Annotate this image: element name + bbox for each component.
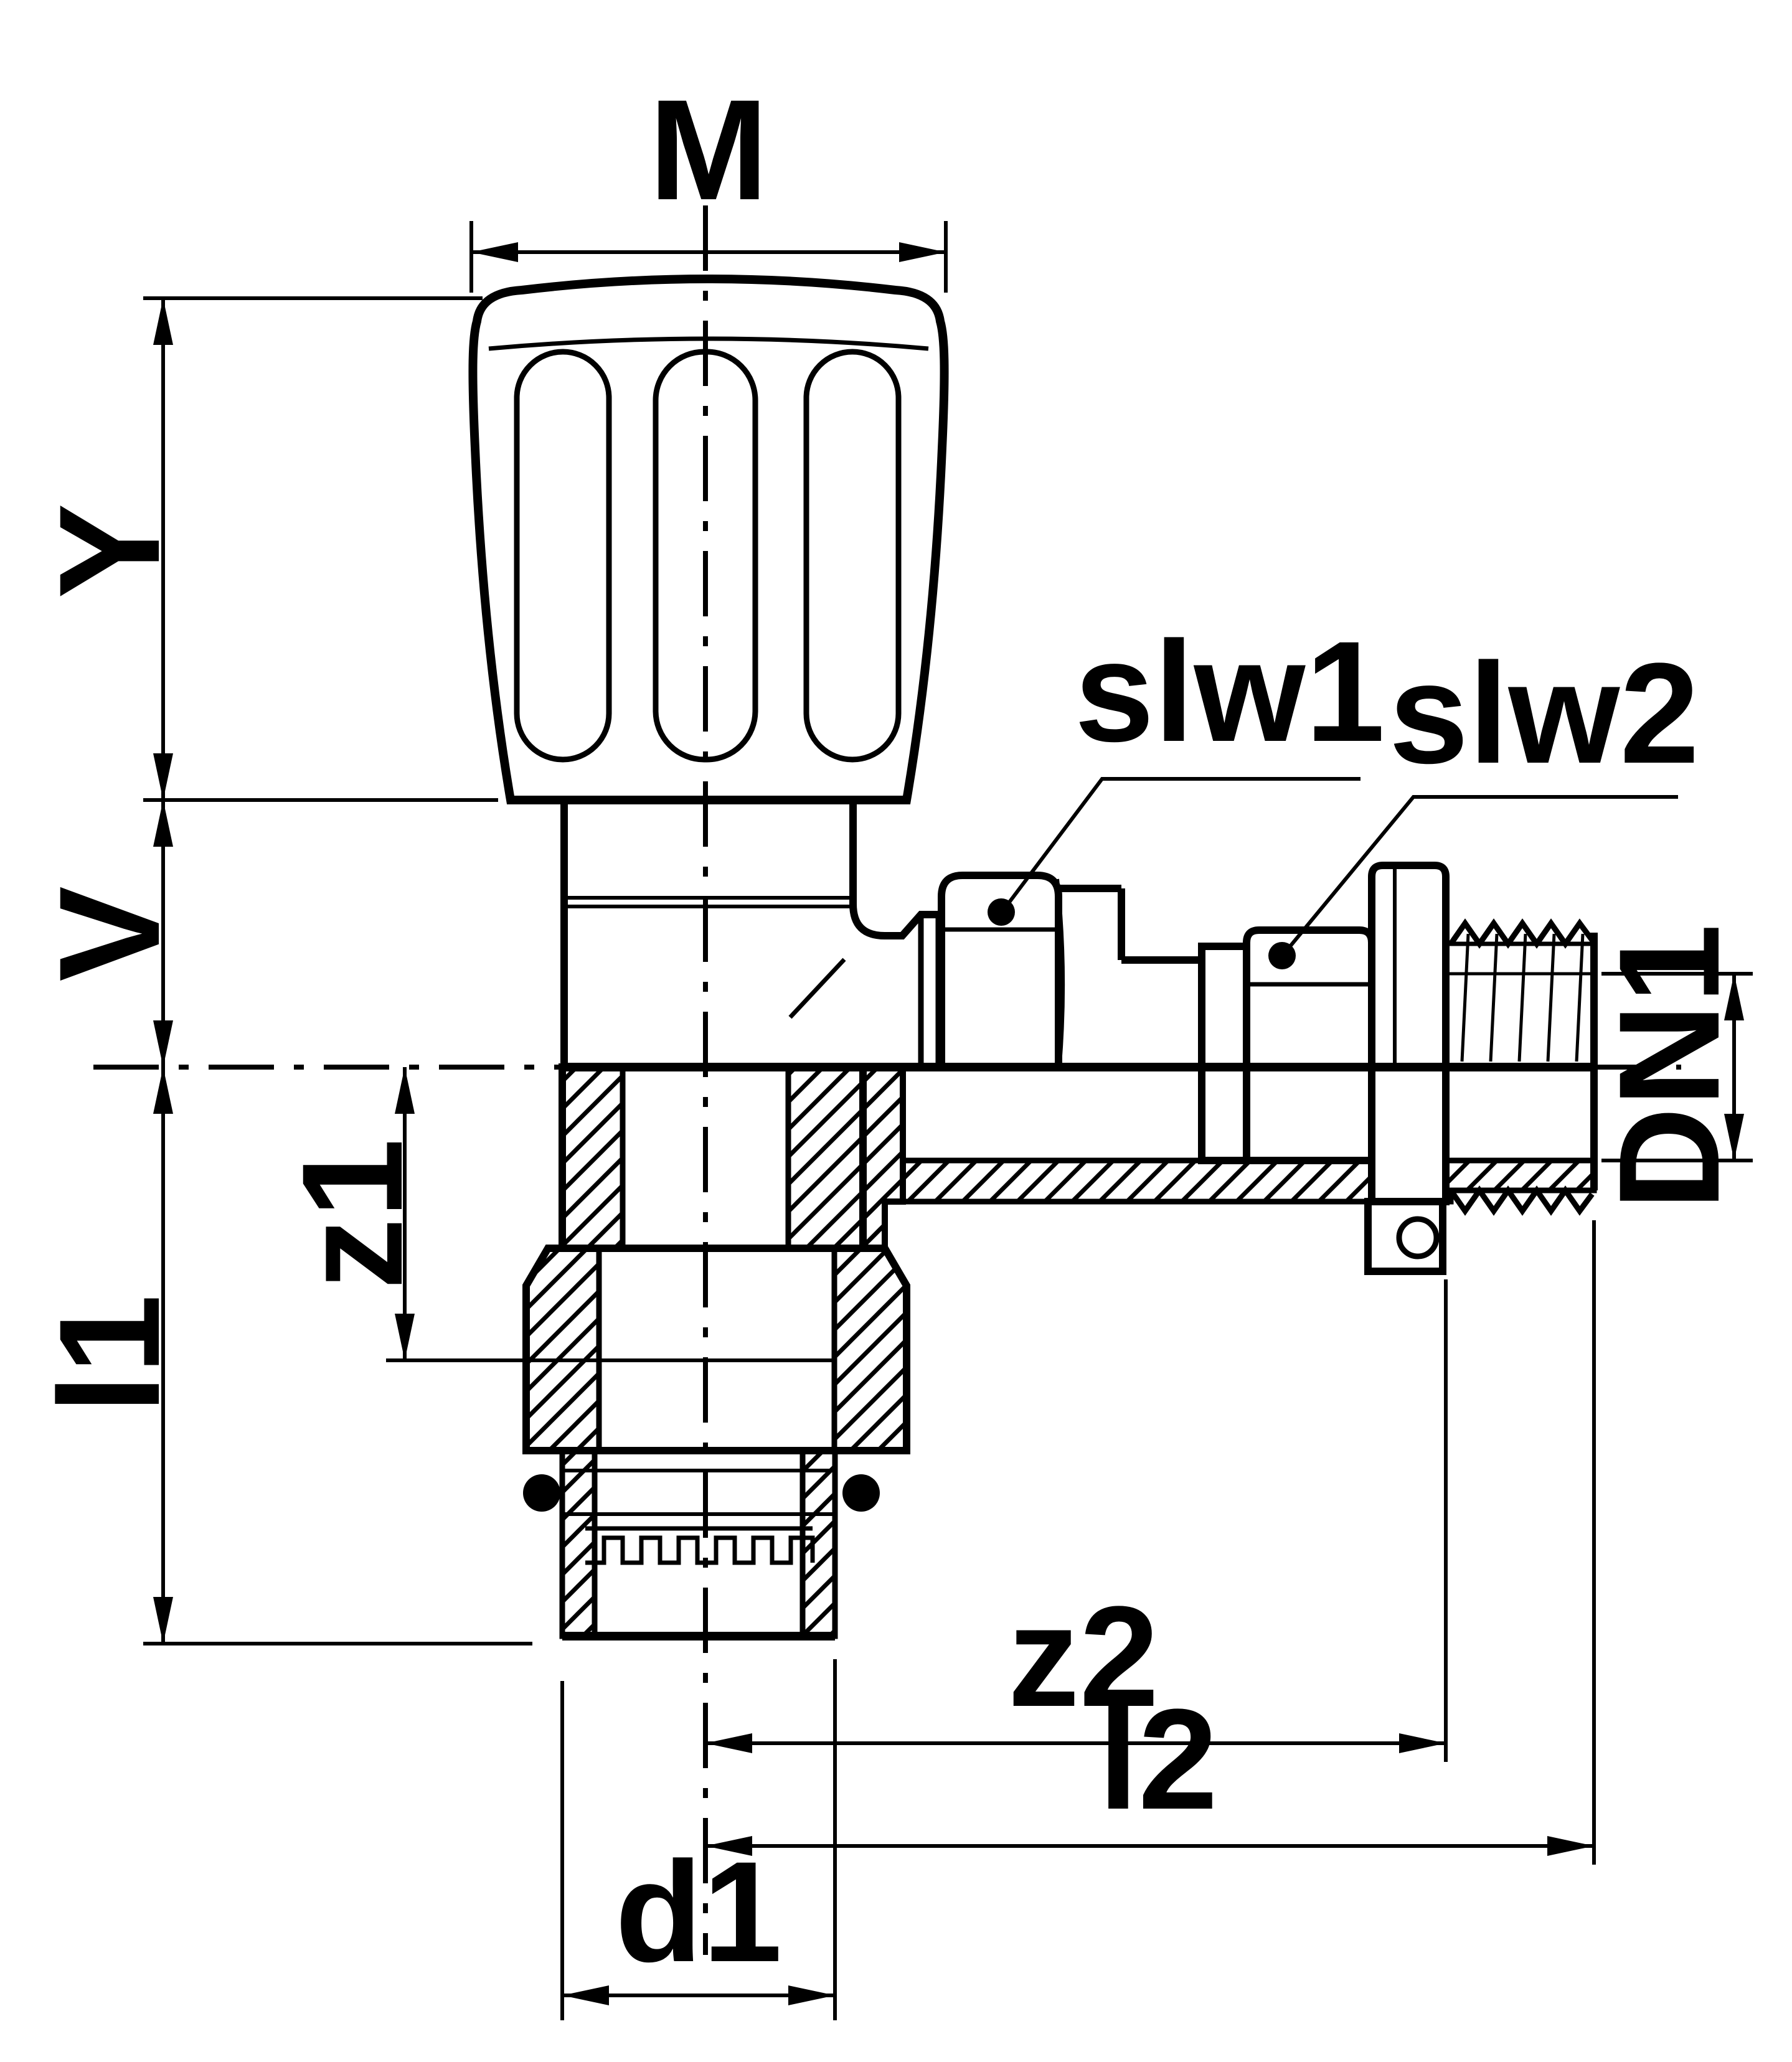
outlet-arm	[849, 800, 1598, 1275]
dimension-d1	[560, 1659, 837, 2020]
dimension-m	[469, 221, 948, 293]
dim-label-l1: l1	[29, 1294, 189, 1414]
dim-label-y: Y	[29, 503, 189, 598]
dim-label-v: V	[29, 886, 189, 981]
dim-label-l2: l2	[1098, 1679, 1218, 1839]
leader-dot-slw2	[1268, 942, 1296, 969]
dimension-z1	[386, 1067, 626, 1362]
thread-flange	[1368, 862, 1450, 1205]
leader-slw1	[988, 777, 1361, 926]
stem	[560, 800, 853, 1067]
grab-ring	[585, 1526, 815, 1565]
grip-slot-right	[803, 349, 902, 763]
leader-dot-slw1	[988, 898, 1015, 926]
bottom-outlet	[522, 1245, 910, 1641]
handwheel	[468, 275, 949, 804]
dim-label-z2: z2	[1008, 1576, 1159, 1736]
grip-slot-left	[514, 349, 612, 763]
o-ring-left	[523, 1474, 560, 1512]
dimension-dn1	[1601, 972, 1753, 1162]
dim-label-m: M	[649, 70, 768, 230]
part-label-slw2: slw2	[1389, 633, 1700, 793]
part-label-slw1: slw1	[1075, 611, 1385, 771]
dim-label-z1: z1	[272, 1139, 432, 1290]
dimension-y-v-l1	[143, 296, 532, 1645]
male-thread	[1446, 918, 1598, 1216]
dimension-z2	[705, 1279, 1448, 1762]
washer-ring	[1198, 943, 1250, 1164]
dimension-l2	[705, 1220, 1596, 1865]
hex-nut-slw2	[1243, 926, 1375, 1164]
leader-slw2	[1268, 795, 1678, 969]
clip-hole	[1396, 1216, 1440, 1259]
dim-label-dn1: DN1	[1589, 924, 1749, 1210]
dim-label-d1: d1	[615, 1832, 782, 1992]
chamfer-tick	[788, 958, 846, 1019]
o-ring-right	[842, 1474, 880, 1512]
